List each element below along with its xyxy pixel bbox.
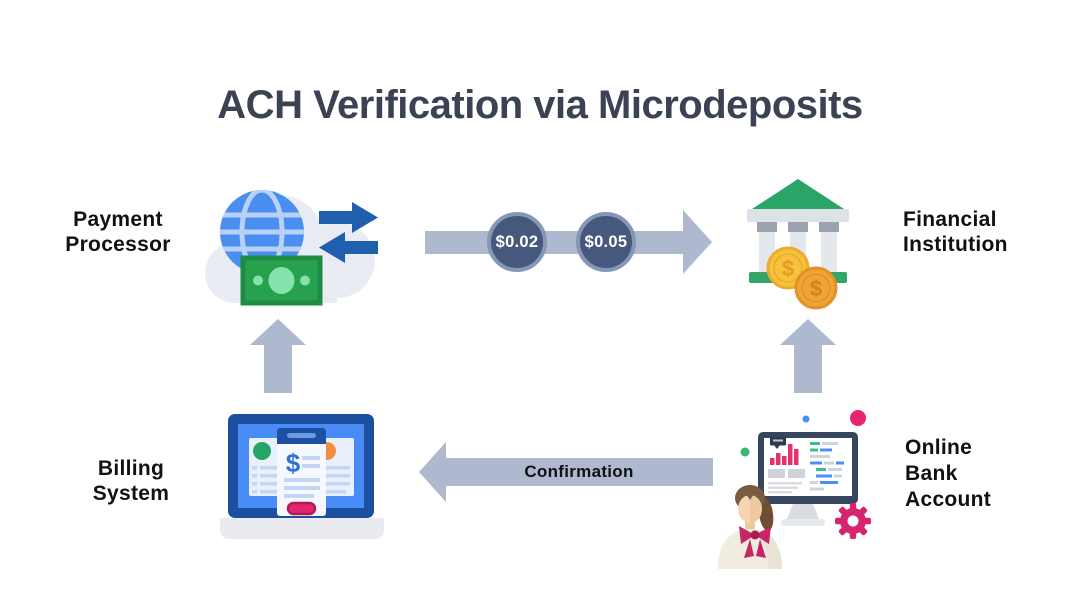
pink-dot [850,410,866,426]
up-arrow-billing-to-processor [250,319,306,393]
bar-chart-icon [770,444,799,465]
label-line: Processor [65,233,171,256]
financial-institution-icon: $ $ [747,179,849,310]
gear-icon [835,503,871,539]
invoice-card-front: $ [277,428,326,516]
billing-system-icon: $ [220,414,384,539]
pay-button-pill [286,501,317,516]
bank-roof [752,179,844,209]
svg-text:$: $ [782,256,794,281]
payment-processor-label: Payment Processor [38,207,198,257]
label-line: Payment [73,208,163,231]
page-title: ACH Verification via Microdeposits [217,82,863,127]
label-line: Billing [97,457,165,480]
dollar-sign-icon: $ [286,448,301,478]
task-list-rows [810,442,844,491]
billing-system-label: Billing System [51,456,211,506]
online-bank-account-icon [718,410,871,569]
label-line: Bank [905,462,958,485]
coin-icon: $ [794,266,838,310]
up-arrow-account-to-institution [780,319,836,393]
microdeposit-amount-badge: $0.02 [487,212,547,272]
laptop-base [220,518,384,539]
microdeposits-arrow [425,210,712,274]
label-line: Online [905,436,973,459]
label-line: Account [905,488,992,511]
svg-text:$: $ [810,276,822,301]
globe-icon [220,190,304,274]
financial-institution-label: Financial Institution [903,207,1063,257]
label-line: Financial [903,208,997,231]
banknote-icon [240,255,323,306]
payment-processor-icon [205,190,378,306]
transfer-arrows-icon [319,202,378,263]
label-line: System [92,482,170,505]
label-line: Institution [903,233,1008,256]
microdeposit-amount-badge: $0.05 [576,212,636,272]
online-bank-account-label: Online Bank Account [905,435,1065,513]
monitor-icon [758,432,858,526]
bow-icon [739,526,771,558]
green-dot [740,447,750,457]
user-avatar [718,485,782,569]
confirmation-arrow-label: Confirmation [524,462,634,481]
confirmation-arrow [419,442,713,502]
blue-dot [802,415,810,423]
